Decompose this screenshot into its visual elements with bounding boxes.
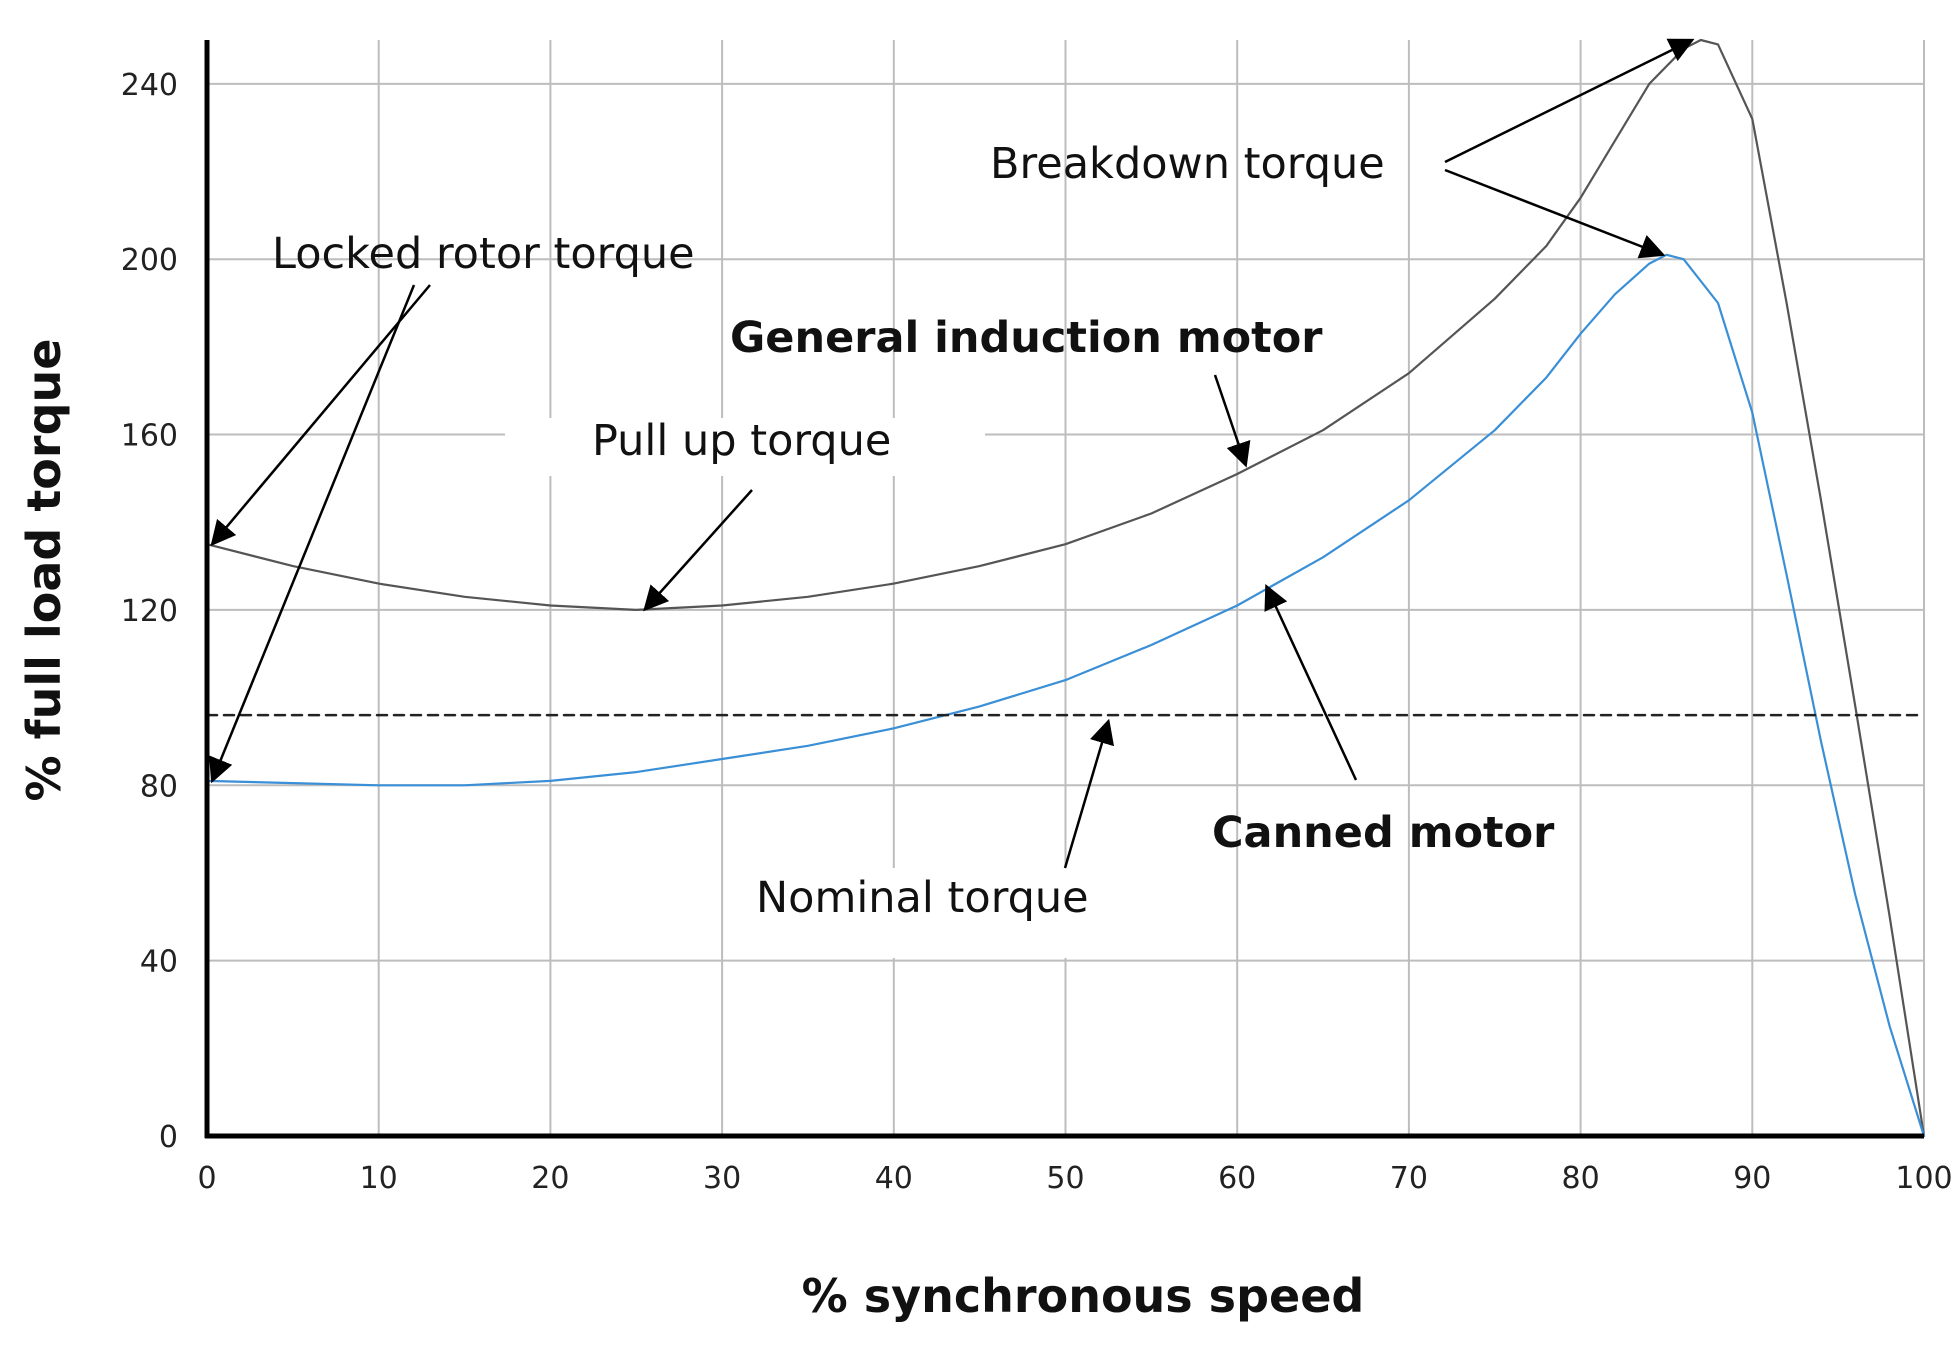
arrow-nominal xyxy=(1063,718,1115,869)
series-line-canned-motor xyxy=(205,253,1926,1138)
arrow-canned-motor xyxy=(1264,583,1358,781)
label-background-1 xyxy=(745,868,1185,958)
annotation-general-induction-motor: General induction motor xyxy=(730,313,1323,363)
series-line-general-induction-motor xyxy=(205,38,1926,1138)
y-tick-label-240: 240 xyxy=(121,68,178,103)
arrow-pull-up xyxy=(643,489,753,612)
x-tick-label-10: 10 xyxy=(360,1161,398,1196)
tick-labels: 0 10 20 30 40 50 60 70 80 90 100 0 40 80 120 160 200 240 xyxy=(121,68,1953,1196)
axes xyxy=(204,40,1924,1139)
x-tick-label-60: 60 xyxy=(1218,1161,1256,1196)
y-tick-label-0: 0 xyxy=(159,1120,178,1155)
annotation-locked-rotor-torque: Locked rotor torque xyxy=(272,229,695,279)
arrow-locked-to-canned xyxy=(209,284,416,784)
x-axis-title: % synchronous speed xyxy=(802,1269,1365,1323)
x-tick-label-30: 30 xyxy=(703,1161,741,1196)
y-tick-label-200: 200 xyxy=(121,243,178,278)
x-tick-label-100: 100 xyxy=(1895,1161,1952,1196)
label-backgrounds xyxy=(505,418,1185,958)
y-tick-label-80: 80 xyxy=(140,769,178,804)
annotation-breakdown-torque: Breakdown torque xyxy=(990,139,1385,189)
y-tick-label-160: 160 xyxy=(121,419,178,454)
arrow-locked-to-general xyxy=(210,284,431,547)
x-tick-label-70: 70 xyxy=(1390,1161,1428,1196)
arrow-general-motor xyxy=(1213,374,1251,468)
y-axis-title: % full load torque xyxy=(17,339,71,802)
arrow-breakdown-canned xyxy=(1444,168,1666,259)
y-tick-label-40: 40 xyxy=(140,945,178,980)
x-tick-label-90: 90 xyxy=(1733,1161,1771,1196)
annotation-pull-up-torque: Pull up torque xyxy=(592,416,891,466)
grid xyxy=(207,40,1925,1136)
x-tick-label-20: 20 xyxy=(531,1161,569,1196)
label-background-0 xyxy=(505,418,985,476)
x-tick-label-50: 50 xyxy=(1046,1161,1084,1196)
arrow-breakdown-general xyxy=(1444,38,1695,164)
x-tick-label-40: 40 xyxy=(875,1161,913,1196)
x-tick-label-80: 80 xyxy=(1562,1161,1600,1196)
annotation-canned-motor: Canned motor xyxy=(1212,808,1555,858)
annotation-nominal-torque: Nominal torque xyxy=(756,873,1089,923)
annotation-arrows xyxy=(209,38,1695,869)
series-group xyxy=(205,38,1926,1138)
x-tick-label-0: 0 xyxy=(197,1161,216,1196)
y-tick-label-120: 120 xyxy=(121,594,178,629)
